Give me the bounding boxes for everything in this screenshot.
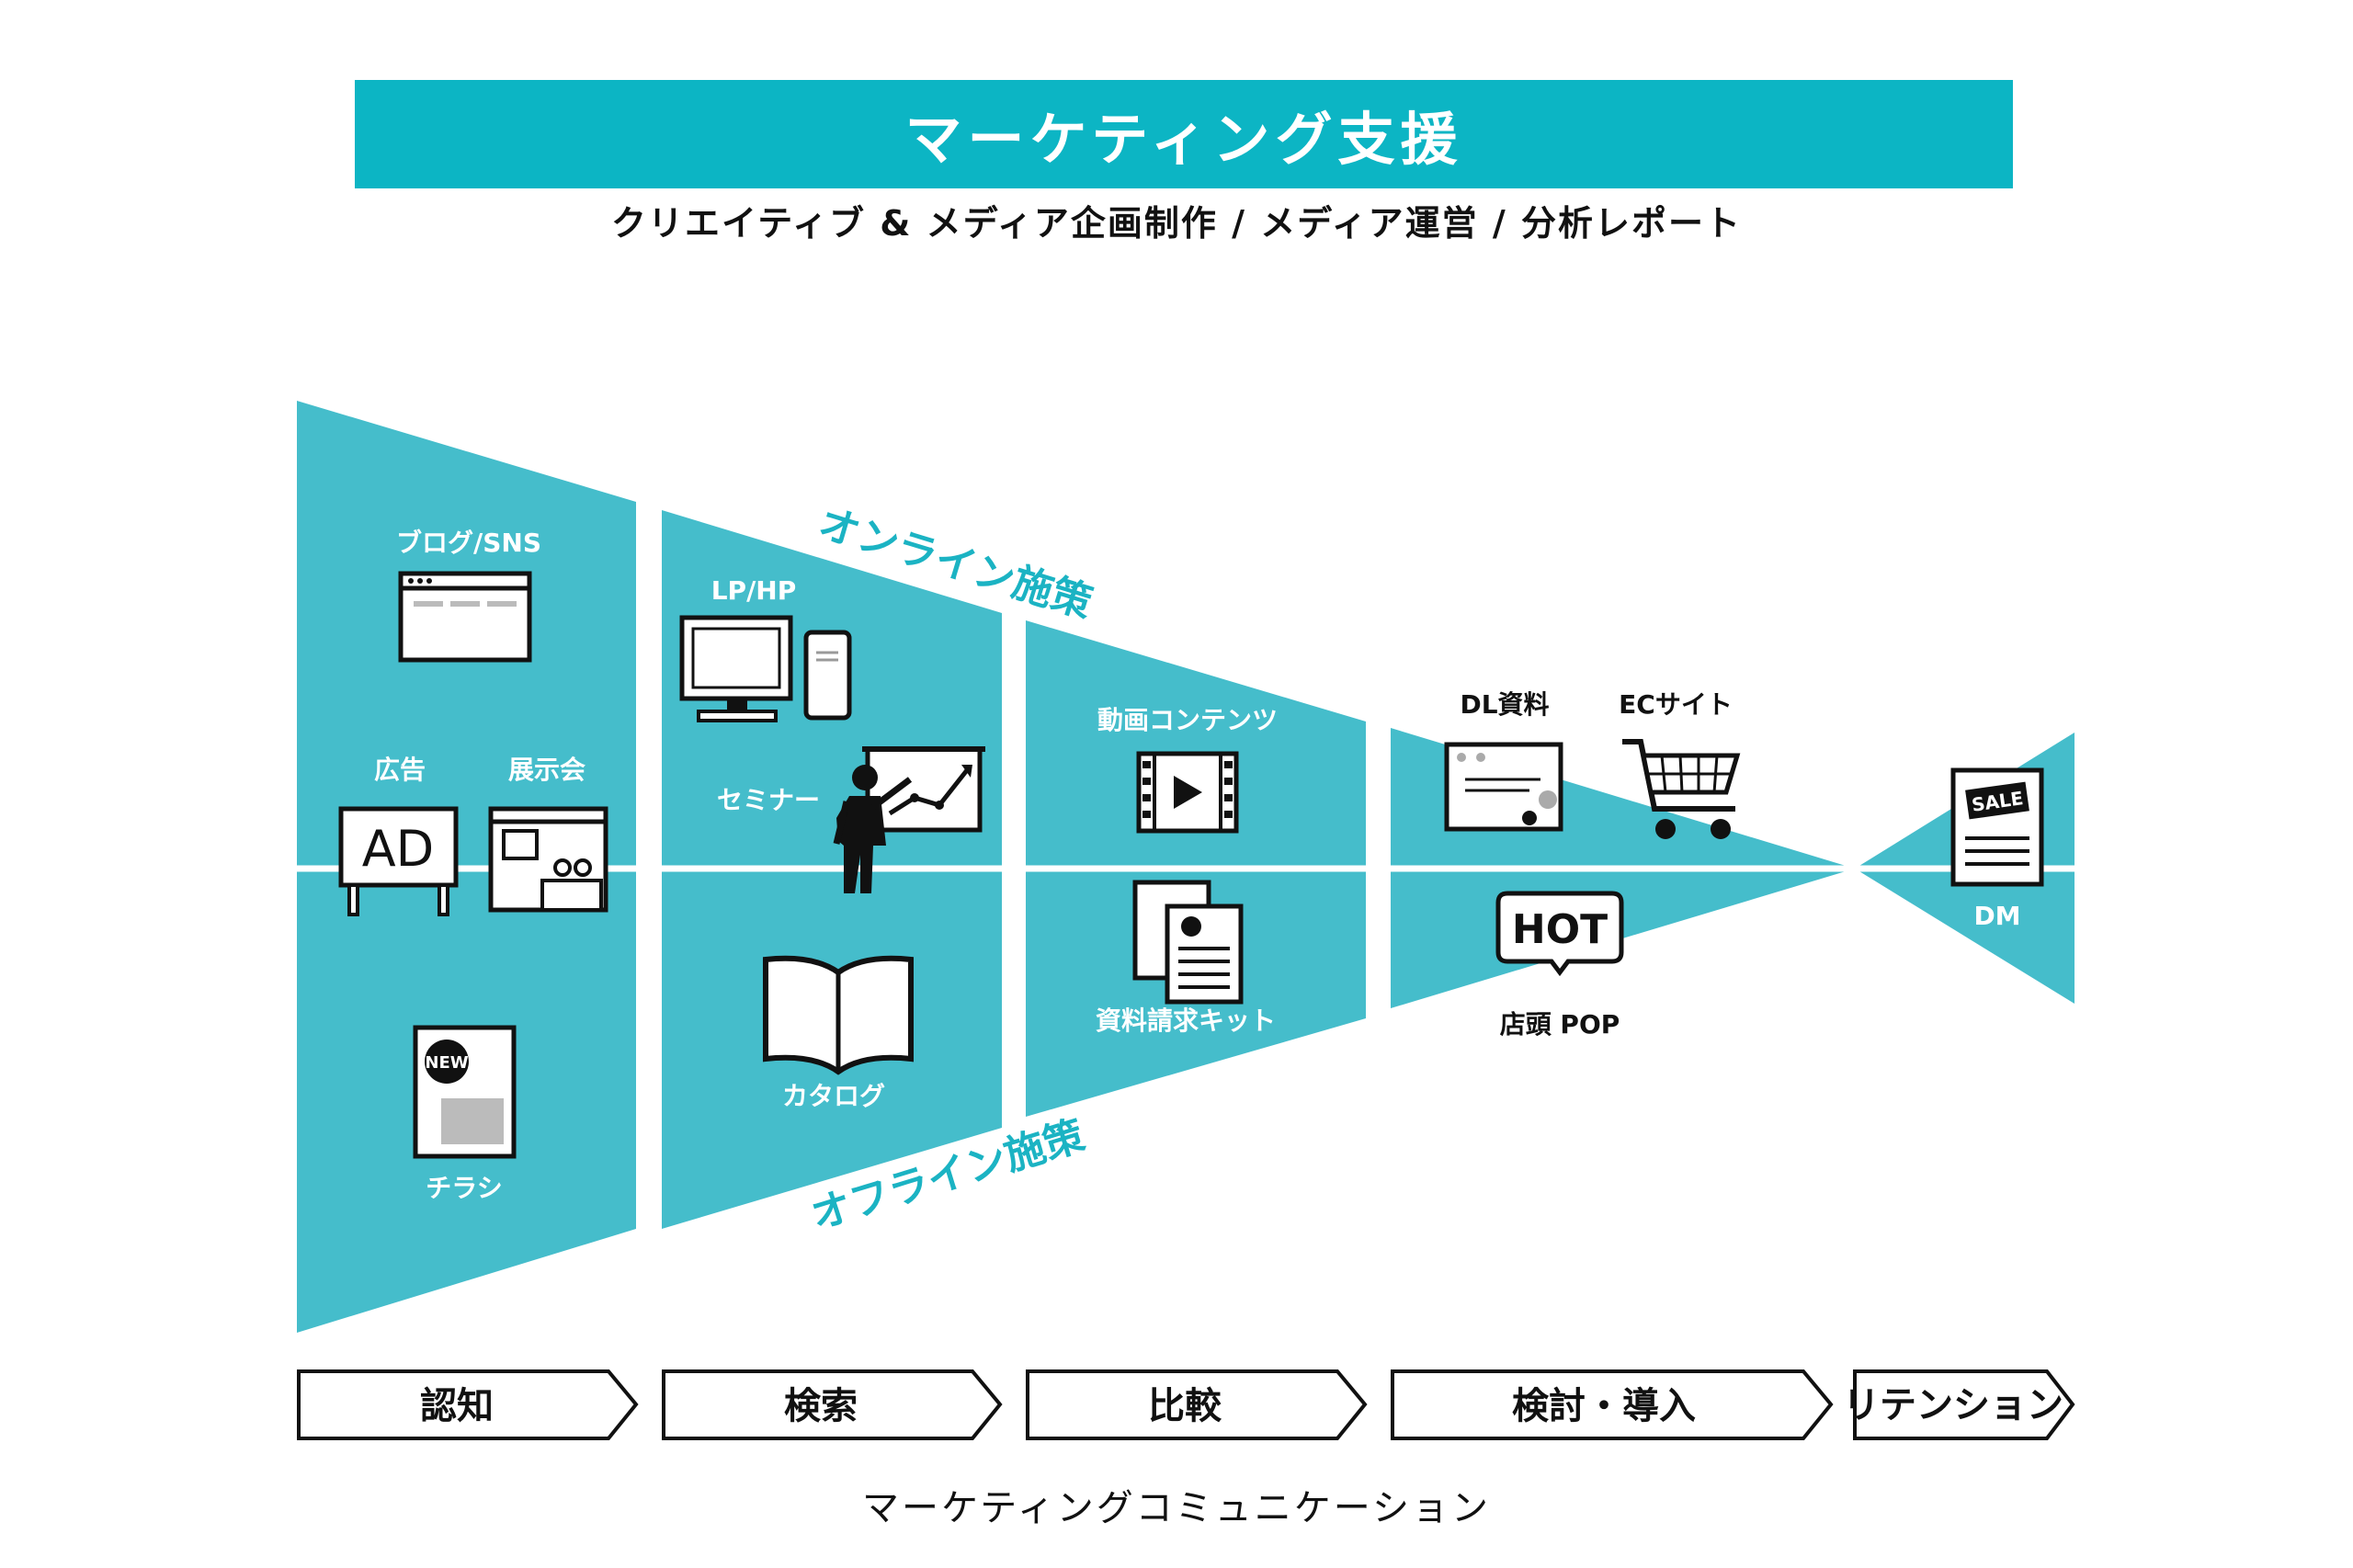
- dm-label: DM: [1973, 901, 2020, 931]
- ec-site-label: ECサイト: [1619, 689, 1733, 720]
- video-player-icon: [1136, 751, 1239, 834]
- catalog-book-icon: [763, 955, 914, 1075]
- dl-document-icon: [1444, 742, 1563, 832]
- footer-caption: マーケティングコミュニケーション: [862, 1487, 1491, 1529]
- stage-arrow-consider: [1391, 1369, 1834, 1440]
- exhibition-booth-icon: [488, 806, 608, 913]
- ad-label: 広告: [374, 755, 426, 785]
- stage-arrow-compare: [1026, 1369, 1368, 1440]
- stage-awareness-label: 認知: [420, 1385, 494, 1427]
- hot-sign-text: HOT: [1512, 906, 1608, 953]
- dl-material-label: DL資料: [1460, 689, 1549, 720]
- exhibition-label: 展示会: [508, 755, 585, 785]
- stage-compare-label: 比較: [1148, 1385, 1222, 1427]
- document-kit-icon: [1132, 880, 1244, 1005]
- stage-search-label: 検索: [784, 1385, 858, 1427]
- ad-board-text: AD: [362, 820, 435, 878]
- stage-retention-label: リテンション: [1843, 1384, 2063, 1426]
- browser-window-icon: [398, 571, 532, 663]
- catalog-label: カタログ: [782, 1081, 885, 1111]
- store-pop-label: 店頭 POP: [1500, 1009, 1620, 1040]
- flyer-label: チラシ: [426, 1173, 502, 1203]
- video-content-label: 動画コンテンツ: [1097, 705, 1278, 735]
- hot-pop-sign-icon: HOT: [1495, 891, 1624, 977]
- flyer-icon: NEW: [413, 1025, 517, 1159]
- page-title: マーケティング支援: [904, 106, 1463, 173]
- stage-arrow-awareness: [297, 1369, 639, 1440]
- stage-consider-label: 検討・導入: [1512, 1385, 1696, 1427]
- seminar-presenter-icon: [833, 746, 985, 893]
- seminar-label: セミナー: [717, 785, 820, 815]
- dm-sale-flyer-icon: SALE: [1950, 767, 2044, 887]
- stage-arrow-retention: [1853, 1369, 2075, 1440]
- page-subtitle: クリエイティブ & メディア企画制作 / メディア運営 / 分析レポート: [611, 203, 1742, 244]
- smartphone-icon: [803, 630, 852, 721]
- new-badge-text: NEW: [425, 1053, 468, 1073]
- blog-sns-label: ブログ/SNS: [396, 528, 541, 558]
- shopping-cart-icon: [1622, 739, 1741, 839]
- stage-arrows: 認知 検索 比較 検討・導入 リテンション: [297, 1369, 2075, 1440]
- title-banner: マーケティング支援: [355, 80, 2013, 188]
- request-kit-label: 資料請求キット: [1096, 1006, 1276, 1036]
- stage-arrow-search: [662, 1369, 1003, 1440]
- ad-billboard-icon: AD: [338, 806, 459, 916]
- computer-monitor-icon: [679, 615, 793, 722]
- lp-hp-label: LP/HP: [711, 575, 797, 606]
